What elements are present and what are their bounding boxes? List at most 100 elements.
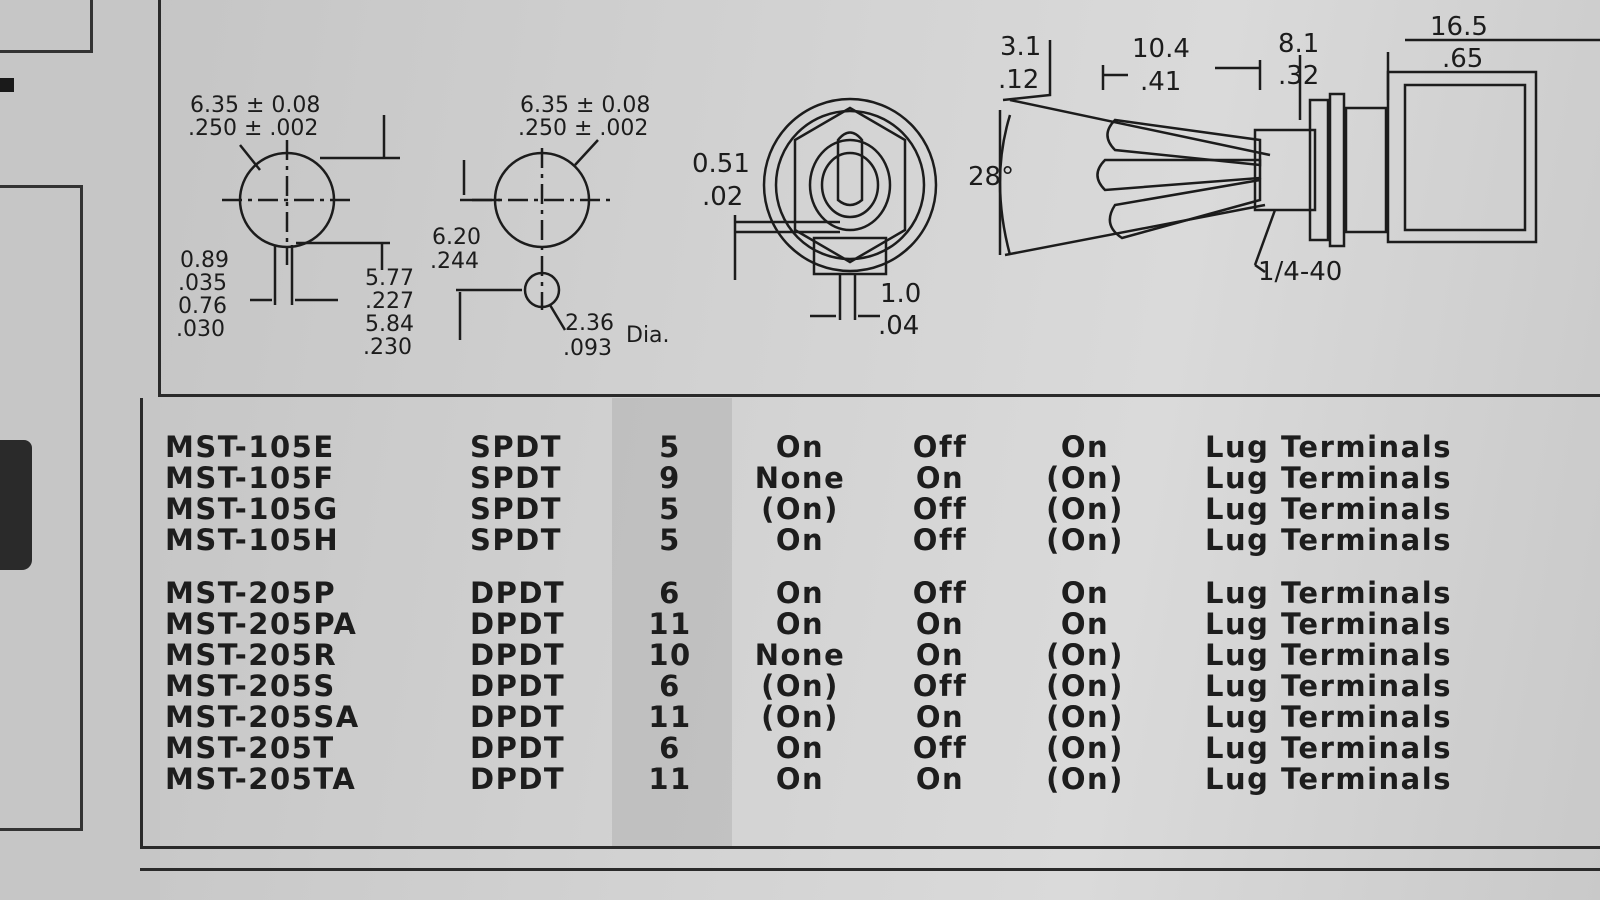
- position-3: On: [1060, 576, 1110, 610]
- terminal-type: Lug Terminals: [1205, 731, 1452, 765]
- offset1-b-in: .230: [363, 335, 412, 360]
- position-3: (On): [1046, 762, 1124, 796]
- position-2: Off: [912, 430, 968, 464]
- pole-config: DPDT: [470, 638, 566, 672]
- figure-number: 6: [659, 731, 681, 765]
- figure-number: 9: [659, 461, 681, 495]
- model-number: MST-105H: [165, 523, 340, 557]
- adjacent-page-strip: [0, 0, 160, 900]
- position-3: (On): [1046, 461, 1124, 495]
- offset1-b-mm: 5.84: [365, 312, 414, 337]
- position-1: (On): [761, 700, 839, 734]
- small-hole-mm: 2.36: [565, 311, 614, 336]
- position-1: On: [775, 731, 825, 765]
- model-number: MST-105E: [165, 430, 335, 464]
- table-row: MST-105H SPDT 5 On Off (On) Lug Terminals: [165, 523, 1545, 557]
- slot-w2-in: .030: [176, 317, 225, 342]
- terminal-type: Lug Terminals: [1205, 461, 1452, 495]
- terminal-type: Lug Terminals: [1205, 638, 1452, 672]
- offset1-a-in: .227: [365, 289, 414, 314]
- position-2: Off: [912, 669, 968, 703]
- figure-number: 11: [648, 762, 692, 796]
- side-d3-mm: 8.1: [1278, 29, 1319, 59]
- side-d4-in: .65: [1442, 44, 1483, 74]
- figure-number: 11: [648, 607, 692, 641]
- small-hole-suffix: Dia.: [626, 323, 670, 348]
- position-3: (On): [1046, 669, 1124, 703]
- figure-column-shade: [612, 398, 732, 848]
- side-d2-in: .41: [1140, 67, 1181, 97]
- small-hole-in: .093: [563, 336, 612, 361]
- hole2-dia-mm: 6.35 ± 0.08: [520, 93, 650, 118]
- slot-w1-mm: 0.89: [180, 248, 229, 273]
- position-3: (On): [1046, 523, 1124, 557]
- pole-config: DPDT: [470, 731, 566, 765]
- terminal-type: Lug Terminals: [1205, 762, 1452, 796]
- position-1: On: [775, 523, 825, 557]
- figure-number: 10: [648, 638, 692, 672]
- terminal-type: Lug Terminals: [1205, 492, 1452, 526]
- pole-config: DPDT: [470, 669, 566, 703]
- pole-config: DPDT: [470, 700, 566, 734]
- side-d1-in: .12: [998, 65, 1039, 95]
- pole-config: DPDT: [470, 762, 566, 796]
- figure-number: 5: [659, 523, 681, 557]
- terminal-type: Lug Terminals: [1205, 607, 1452, 641]
- position-1: None: [754, 638, 846, 672]
- switch-spec-table: [140, 398, 1600, 849]
- model-number: MST-205PA: [165, 607, 358, 641]
- position-3: On: [1060, 430, 1110, 464]
- position-2: On: [915, 607, 965, 641]
- position-1: On: [775, 762, 825, 796]
- position-1: On: [775, 607, 825, 641]
- position-1: None: [754, 461, 846, 495]
- model-number: MST-205R: [165, 638, 338, 672]
- hole1-dia-in: .250 ± .002: [188, 116, 318, 141]
- model-number: MST-205P: [165, 576, 337, 610]
- terminal-type: Lug Terminals: [1205, 523, 1452, 557]
- adjacent-switch-image: [0, 440, 32, 570]
- side-d2-mm: 10.4: [1132, 34, 1190, 64]
- side-thread: 1/4-40: [1258, 257, 1342, 287]
- dimension-drawing: 6.35 ± 0.08 .250 ± .002 6.35 ± 0.08 .250…: [160, 0, 1600, 395]
- position-2: Off: [912, 523, 968, 557]
- position-3: (On): [1046, 638, 1124, 672]
- front-a-in: .02: [702, 182, 743, 212]
- position-2: On: [915, 461, 965, 495]
- position-3: (On): [1046, 731, 1124, 765]
- model-number: MST-205T: [165, 731, 335, 765]
- model-number: MST-105G: [165, 492, 339, 526]
- position-1: On: [775, 430, 825, 464]
- drawing-frame: [158, 0, 1600, 397]
- adjacent-box: [0, 185, 83, 831]
- pole-config: DPDT: [470, 607, 566, 641]
- position-2: Off: [912, 731, 968, 765]
- adjacent-mark: [0, 78, 14, 92]
- adjacent-box-top: [0, 0, 93, 53]
- position-1: (On): [761, 669, 839, 703]
- dimension-drawing-svg: 6.35 ± 0.08 .250 ± .002 6.35 ± 0.08 .250…: [176, 12, 1600, 361]
- slot-w2-mm: 0.76: [178, 294, 227, 319]
- front-b-mm: 1.0: [880, 279, 921, 309]
- position-2: Off: [912, 576, 968, 610]
- figure-number: 11: [648, 700, 692, 734]
- side-d1-mm: 3.1: [1000, 32, 1041, 62]
- offset2-mm: 6.20: [432, 225, 481, 250]
- pole-config: SPDT: [470, 430, 562, 464]
- offset2-in: .244: [430, 249, 479, 274]
- side-angle: 28°: [968, 162, 1014, 192]
- hole1-dia-mm: 6.35 ± 0.08: [190, 93, 320, 118]
- side-d4-mm: 16.5: [1430, 12, 1488, 42]
- terminal-type: Lug Terminals: [1205, 669, 1452, 703]
- pole-config: SPDT: [470, 523, 562, 557]
